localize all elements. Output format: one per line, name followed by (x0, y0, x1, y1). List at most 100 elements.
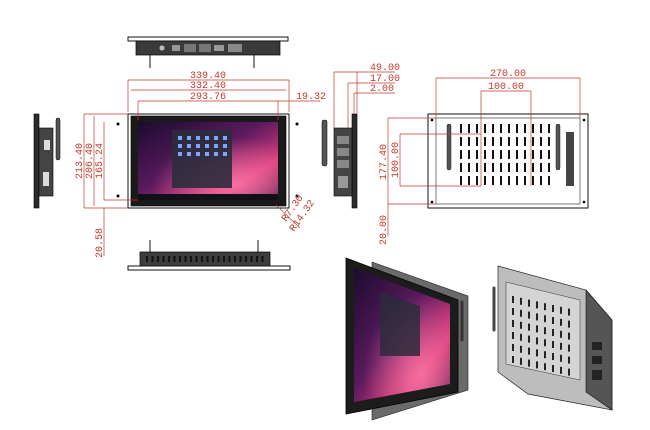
vent-slot (520, 297, 522, 305)
perspective-front-render (345, 257, 469, 421)
vent-slot (234, 256, 236, 262)
vent-slot (528, 359, 530, 367)
vent-slot (206, 256, 209, 262)
vent-slot (500, 137, 502, 146)
dim-side-depth-body: 17.00 (370, 74, 400, 85)
vent-slot (552, 365, 554, 372)
app-tile (214, 144, 218, 148)
dim-back-hole-vertical: 100.00 (391, 142, 402, 178)
vent-slot (476, 124, 478, 133)
vent-slot (568, 344, 570, 352)
vent-slot (524, 163, 526, 172)
vent-slot (484, 124, 486, 133)
vent-slot (195, 256, 198, 262)
dim-back-bracket-height: 177.40 (379, 144, 390, 180)
app-tile (223, 136, 227, 140)
dim-side-depth-bezel: 2.00 (370, 84, 394, 95)
vent-slot (516, 137, 518, 146)
vent-slot (528, 311, 530, 319)
vent-slot (528, 323, 530, 331)
dim-back-bracket-width: 270.00 (490, 69, 526, 80)
app-tile (187, 152, 191, 156)
vent-slot (568, 368, 570, 376)
back-dimensions: 270.00 100.00 177.40 100.00 20.00 (379, 69, 581, 245)
front-dimensions (83, 79, 320, 256)
vent-slot (560, 342, 562, 350)
vent-slot (524, 150, 526, 159)
vent-slot (512, 320, 514, 327)
app-tile (178, 152, 182, 156)
vent-slot (468, 150, 470, 159)
vent-slot (512, 296, 514, 303)
dim-back-bottom-offset: 20.00 (379, 215, 390, 245)
vent-slot (532, 137, 534, 146)
perspective-back-render (492, 265, 613, 411)
right-side-view (321, 113, 358, 209)
top-view (127, 36, 289, 68)
vent-slot (540, 150, 542, 159)
vent-slot (157, 256, 159, 262)
app-tile (205, 144, 209, 148)
vent-slot (548, 124, 550, 133)
vent-slot (476, 150, 478, 159)
vent-slot (544, 363, 546, 371)
vent-slot (476, 137, 478, 146)
vent-slot (190, 256, 192, 262)
vent-slot (516, 176, 518, 185)
vent-slot (524, 176, 526, 185)
vent-slot (544, 303, 546, 311)
dim-front-inner-height: 206.40 (85, 143, 96, 179)
app-tile (205, 152, 209, 156)
vent-slot (560, 306, 562, 314)
vent-slot (516, 124, 518, 133)
vent-slot (552, 341, 554, 348)
vent-slot (528, 299, 530, 307)
vent-slot (492, 163, 494, 172)
vent-slot (245, 256, 247, 262)
vent-slot (508, 176, 510, 185)
vent-slot (173, 256, 176, 262)
side-dimensions: 49.00 17.00 2.00 (333, 63, 400, 128)
vent-slot (544, 327, 546, 335)
vent-slot (168, 256, 170, 262)
vent-slot (492, 150, 494, 159)
vent-slot (544, 339, 546, 347)
vent-slot (468, 163, 470, 172)
left-side-view (33, 113, 61, 209)
vent-slot (520, 309, 522, 317)
vent-slot (540, 163, 542, 172)
vent-slot (532, 176, 534, 185)
dim-front-outer-height: 213.40 (75, 143, 86, 179)
vent-slot (512, 308, 514, 315)
vent-slot (223, 256, 225, 262)
vent-slot (520, 357, 522, 365)
vent-slot (560, 330, 562, 338)
vent-slot (540, 124, 542, 133)
vent-slot (500, 124, 502, 133)
vent-slot (508, 150, 510, 159)
vent-slot (520, 333, 522, 341)
vent-slot (548, 163, 550, 172)
vent-slot (492, 137, 494, 146)
vent-slot (568, 308, 570, 316)
vent-slot (212, 256, 214, 262)
vent-slot (492, 124, 494, 133)
vent-slot (536, 313, 538, 321)
vent-slot (512, 356, 514, 363)
app-tile (214, 152, 218, 156)
taskbar (138, 194, 278, 200)
vent-slot (568, 320, 570, 328)
vent-slot (508, 137, 510, 146)
vent-slot (544, 351, 546, 359)
back-view (427, 113, 589, 209)
vent-slot (184, 256, 187, 262)
vent-slot (460, 124, 462, 133)
vent-slot (468, 137, 470, 146)
vent-slot (468, 124, 470, 133)
vent-slot (568, 356, 570, 364)
vent-slot (151, 256, 154, 262)
app-tile (223, 152, 227, 156)
vent-slot (536, 361, 538, 369)
vent-slot (476, 176, 478, 185)
vent-slot (500, 163, 502, 172)
